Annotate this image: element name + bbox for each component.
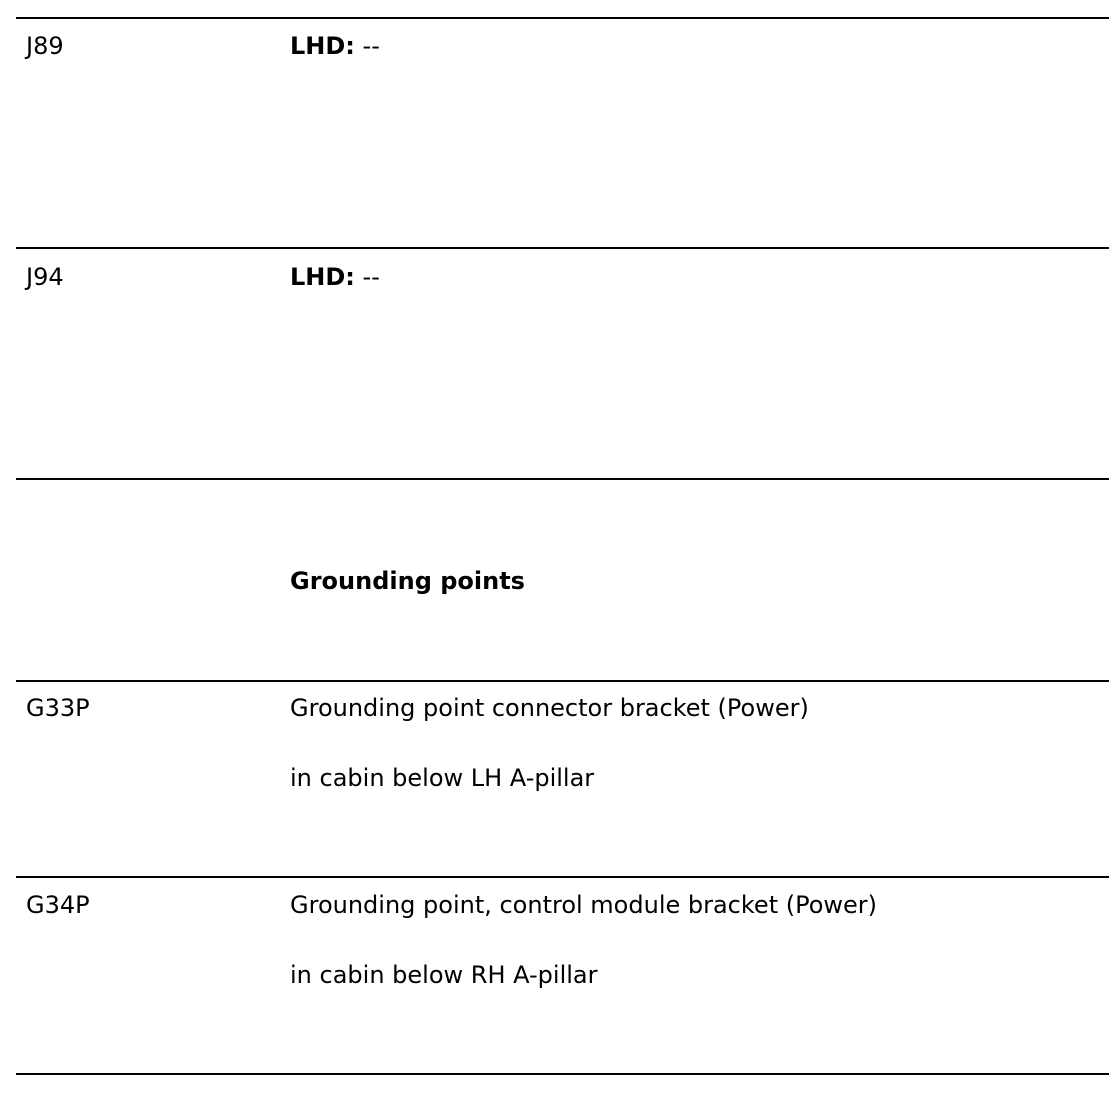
row-divider-top <box>16 17 1109 19</box>
section-heading: Grounding points <box>290 567 525 595</box>
grounding-point-description: Grounding point, control module bracket … <box>290 891 878 919</box>
component-code: J89 <box>26 32 64 60</box>
row-divider <box>16 680 1109 682</box>
row-divider <box>16 247 1109 249</box>
grounding-point-code: G33P <box>26 694 90 722</box>
side-label: LHD: <box>290 32 355 60</box>
grounding-point-description: Grounding point connector bracket (Power… <box>290 694 809 722</box>
section-divider <box>16 478 1109 480</box>
grounding-point-location: in cabin below LH A-pillar <box>290 764 595 792</box>
row-divider-bottom <box>16 1073 1109 1075</box>
side-label: LHD: <box>290 263 355 291</box>
grounding-point-location: in cabin below RH A-pillar <box>290 961 598 989</box>
side-value: -- <box>362 32 380 60</box>
side-value: -- <box>362 263 380 291</box>
component-side-info: LHD: -- <box>290 262 380 292</box>
component-code: J94 <box>26 263 64 291</box>
component-side-info: LHD: -- <box>290 31 380 61</box>
row-divider <box>16 876 1109 878</box>
grounding-point-code: G34P <box>26 891 90 919</box>
